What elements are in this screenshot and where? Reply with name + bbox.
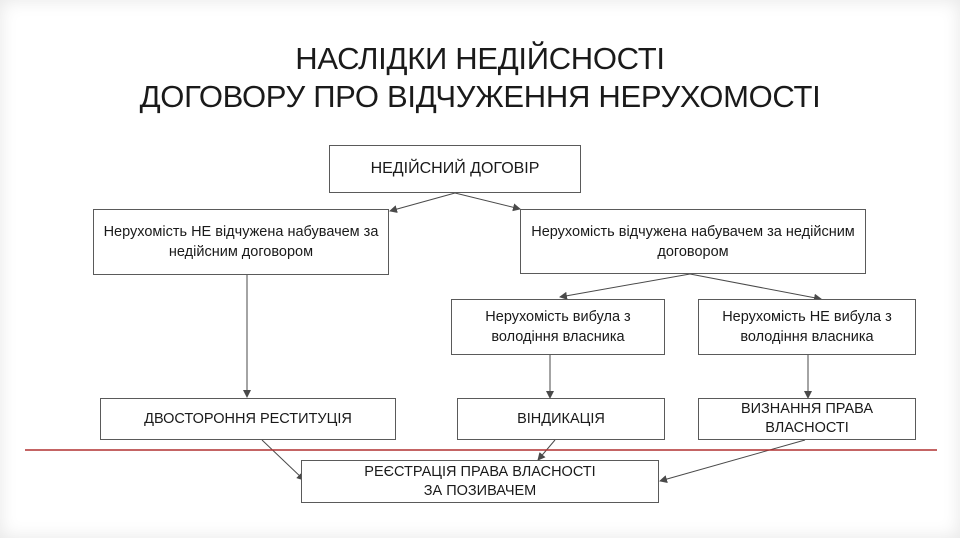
node-registration: РЕЄСТРАЦІЯ ПРАВА ВЛАСНОСТІ ЗА ПОЗИВАЧЕМ xyxy=(301,460,659,503)
node-vindication-label: ВІНДИКАЦІЯ xyxy=(517,411,605,427)
arrow-recognition-to-registration xyxy=(659,439,806,483)
node-left-possession: Нерухомість вибула з володіння власника xyxy=(451,299,665,355)
slide-title: НАСЛІДКИ НЕДІЙСНОСТІ ДОГОВОРУ ПРО ВІДЧУЖ… xyxy=(0,40,960,116)
node-not-alienated: Нерухомість НЕ відчужена набувачем за не… xyxy=(93,209,389,275)
node-recognition-label: ВИЗНАННЯ ПРАВА ВЛАСНОСТІ xyxy=(740,401,874,436)
node-restitution-label: ДВОСТОРОННЯ РЕСТИТУЦІЯ xyxy=(144,411,352,427)
node-alienated-label: Нерухомість відчужена набувачем за недій… xyxy=(531,223,855,260)
node-alienated: Нерухомість відчужена набувачем за недій… xyxy=(520,209,866,274)
node-vindication: ВІНДИКАЦІЯ xyxy=(457,398,665,440)
node-not-left-possession: Нерухомість НЕ вибула з володіння власни… xyxy=(698,299,916,355)
title-line-2: ДОГОВОРУ ПРО ВІДЧУЖЕННЯ НЕРУХОМОСТІ xyxy=(139,79,821,114)
node-not-left-possession-label: Нерухомість НЕ вибула з володіння власни… xyxy=(722,309,892,345)
node-recognition: ВИЗНАННЯ ПРАВА ВЛАСНОСТІ xyxy=(698,398,916,440)
node-invalid-contract-label: НЕДІЙСНИЙ ДОГОВІР xyxy=(370,160,540,177)
node-not-alienated-label: Нерухомість НЕ відчужена набувачем за не… xyxy=(103,224,379,260)
arrow-restitution-to-registration xyxy=(261,439,305,481)
arrow-alienated-to-left-possession xyxy=(559,273,691,300)
arrow-root-to-alienated xyxy=(454,192,521,212)
node-invalid-contract: НЕДІЙСНИЙ ДОГОВІР xyxy=(329,145,581,193)
node-left-possession-label: Нерухомість вибула з володіння власника xyxy=(485,309,631,345)
title-line-1: НАСЛІДКИ НЕДІЙСНОСТІ xyxy=(295,41,665,76)
arrow-root-to-not-alienated xyxy=(389,192,456,213)
node-registration-label: РЕЄСТРАЦІЯ ПРАВА ВЛАСНОСТІ ЗА ПОЗИВАЧЕМ xyxy=(364,463,596,499)
node-restitution: ДВОСТОРОННЯ РЕСТИТУЦІЯ xyxy=(100,398,396,440)
arrow-alienated-to-not-left-possession xyxy=(689,273,822,302)
